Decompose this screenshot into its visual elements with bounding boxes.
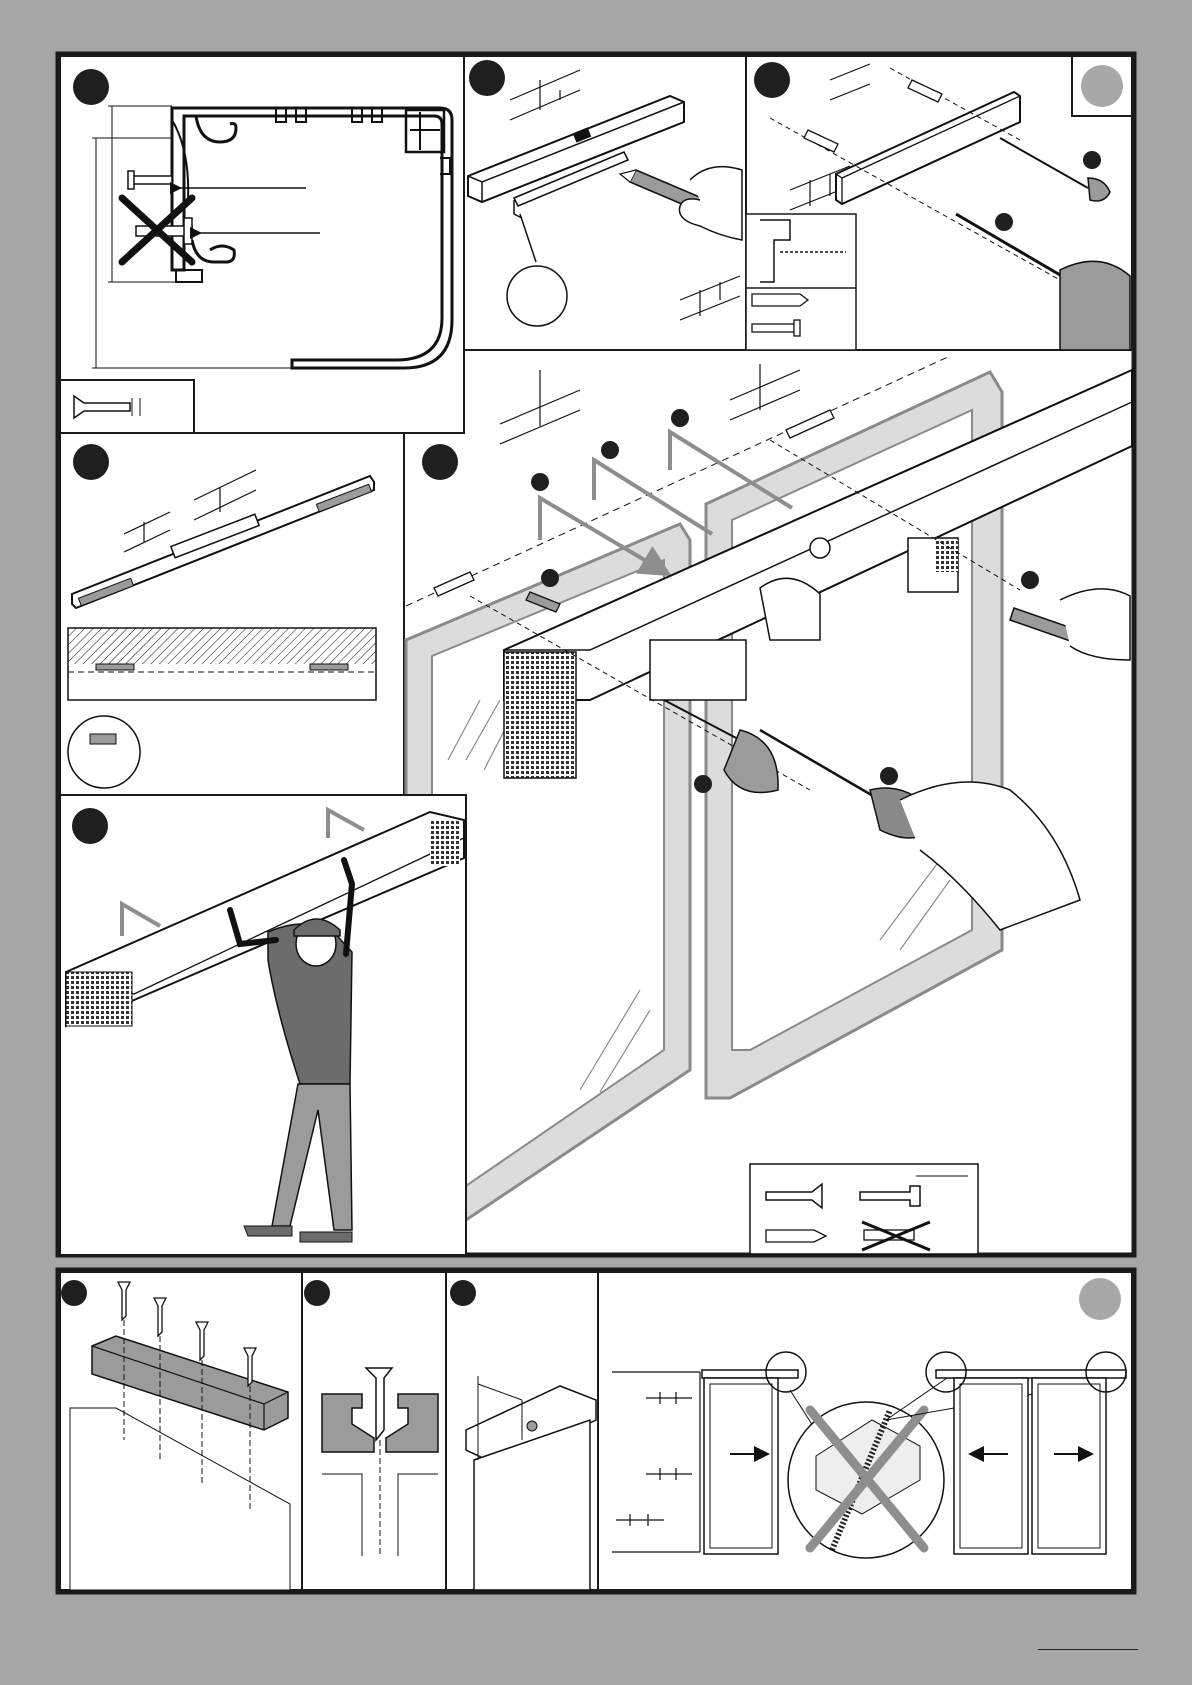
- wall-plug-icon: [752, 294, 808, 306]
- note-badge: [1081, 65, 1123, 107]
- step-badge: [1021, 571, 1039, 589]
- panel-screw-rail-to-leaf: [60, 1272, 302, 1590]
- panel-level-and-mark: [464, 56, 746, 350]
- step-badge: [422, 444, 458, 480]
- panel-profile-section: [60, 56, 464, 433]
- footer-rule: [1038, 1649, 1138, 1650]
- step-badge: [541, 569, 559, 587]
- panel-drill-and-plug: [746, 56, 1132, 350]
- step-badge: [450, 1280, 476, 1306]
- step-badge: [73, 69, 109, 105]
- step-badge: [531, 473, 549, 491]
- step-badge: [1083, 151, 1101, 169]
- step-badge: [72, 808, 108, 844]
- step-badge: [73, 444, 109, 480]
- step-badge: [601, 441, 619, 459]
- panel-lift-operator: [60, 795, 466, 1255]
- wall-plug-icon: [766, 1230, 826, 1242]
- operator-grille: [504, 652, 576, 778]
- step-badge: [694, 775, 712, 793]
- note-badge: [1079, 1278, 1121, 1320]
- step-badge: [671, 409, 689, 427]
- operator-grille: [66, 972, 132, 1026]
- panel-door-configurations: [598, 1272, 1132, 1590]
- step-badge: [61, 1280, 87, 1306]
- prohibited-detail: [788, 1390, 944, 1558]
- operator-grille: [430, 820, 460, 866]
- panel-screw-cross-section: [302, 1272, 446, 1590]
- zoom-callout: [68, 716, 140, 788]
- step-badge: [754, 62, 790, 98]
- panel-rail-alignment: [60, 433, 404, 795]
- step-badge: [995, 213, 1013, 231]
- step-badge: [469, 60, 505, 96]
- detail-callout: [507, 266, 567, 326]
- step-badge: [880, 767, 898, 785]
- panel-carriage-position: [446, 1272, 598, 1590]
- step-badge: [304, 1280, 330, 1306]
